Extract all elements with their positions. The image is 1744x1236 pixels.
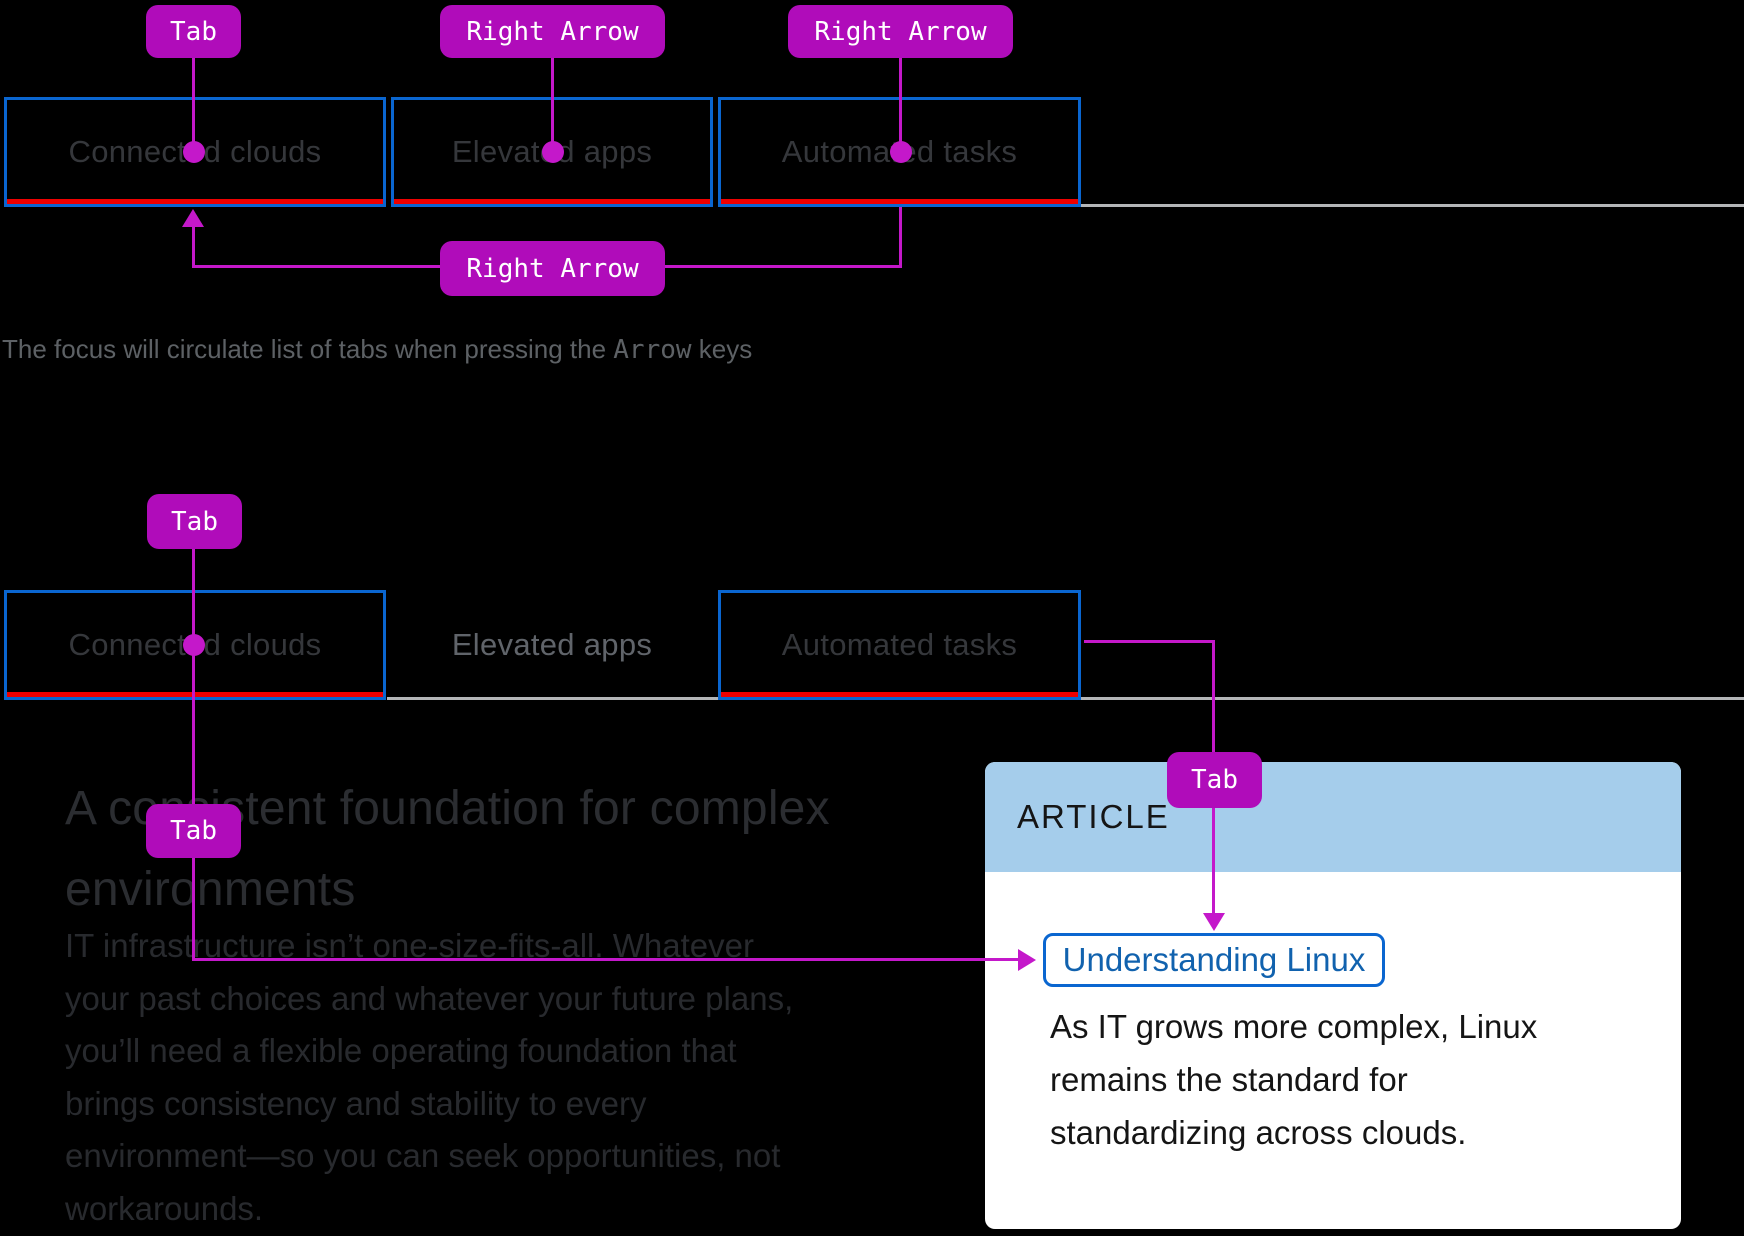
article-card: ARTICLE Understanding Linux As IT grows … <box>985 762 1681 1229</box>
connector-line <box>192 58 195 152</box>
paragraph-line: workarounds. <box>65 1189 264 1227</box>
key-badge-right-arrow: Right Arrow <box>440 5 665 58</box>
tab-label: Automated tasks <box>781 627 1018 662</box>
active-tab-underline <box>7 199 383 204</box>
body-line: remains the standard for <box>1050 1061 1408 1098</box>
caption-key-name: Arrow <box>613 335 692 365</box>
focus-dot <box>542 141 564 163</box>
right-arrow-icon <box>1018 949 1036 971</box>
connector-line <box>551 58 554 152</box>
key-badge-tab: Tab <box>147 494 242 549</box>
active-tab-underline <box>721 199 1078 204</box>
paragraph-line: brings consistency and stability to ever… <box>65 1084 647 1122</box>
connector-line <box>899 58 902 152</box>
paragraph-line: you’ll need a flexible operating foundat… <box>65 1032 737 1070</box>
tabbar-baseline-row1 <box>1081 204 1744 207</box>
active-tab-underline <box>721 692 1078 697</box>
focus-dot <box>183 141 205 163</box>
caption-text: The focus will circulate list of tabs wh… <box>2 334 614 364</box>
connector-line <box>899 207 902 268</box>
key-badge-tab: Tab <box>146 5 241 58</box>
paragraph-line: environment—so you can seek opportunitie… <box>65 1137 781 1175</box>
key-badge-tab: Tab <box>1167 752 1262 808</box>
active-tab-underline <box>394 199 710 204</box>
paragraph-line: IT infrastructure isn’t one-size-fits-al… <box>65 927 754 964</box>
caption: The focus will circulate list of tabs wh… <box>2 334 752 365</box>
paragraph-line: your past choices and whatever your futu… <box>65 979 794 1017</box>
article-card-title: ARTICLE <box>1017 798 1170 835</box>
caption-text: keys <box>691 334 753 364</box>
article-card-body: As IT grows more complex, Linux remains … <box>1050 1000 1537 1159</box>
connector-line <box>192 227 195 268</box>
key-badge-tab: Tab <box>146 804 241 858</box>
body-line: As IT grows more complex, Linux <box>1050 1008 1538 1045</box>
heading-line: environments <box>65 863 356 916</box>
focus-dot <box>890 141 912 163</box>
article-card-header: ARTICLE <box>985 762 1681 872</box>
connector-line <box>1084 640 1215 643</box>
tab-elevated-apps-row2[interactable]: Elevated apps <box>391 590 713 700</box>
tab-automated-tasks-row2[interactable]: Automated tasks <box>718 590 1081 700</box>
down-arrow-icon <box>1203 913 1225 931</box>
page-paragraph: IT infrastructure isn’t one-size-fits-al… <box>65 920 793 1236</box>
connector-line <box>192 549 195 961</box>
up-arrow-icon <box>182 209 204 227</box>
key-badge-right-arrow-circulate: Right Arrow <box>440 241 665 296</box>
understanding-linux-link[interactable]: Understanding Linux <box>1043 933 1385 987</box>
body-line: standardizing across clouds. <box>1050 1114 1467 1151</box>
key-badge-right-arrow: Right Arrow <box>788 5 1013 58</box>
focus-dot <box>183 634 205 656</box>
tab-label: Elevated apps <box>451 627 653 662</box>
connector-line <box>193 958 1018 961</box>
active-tab-underline <box>7 692 383 697</box>
